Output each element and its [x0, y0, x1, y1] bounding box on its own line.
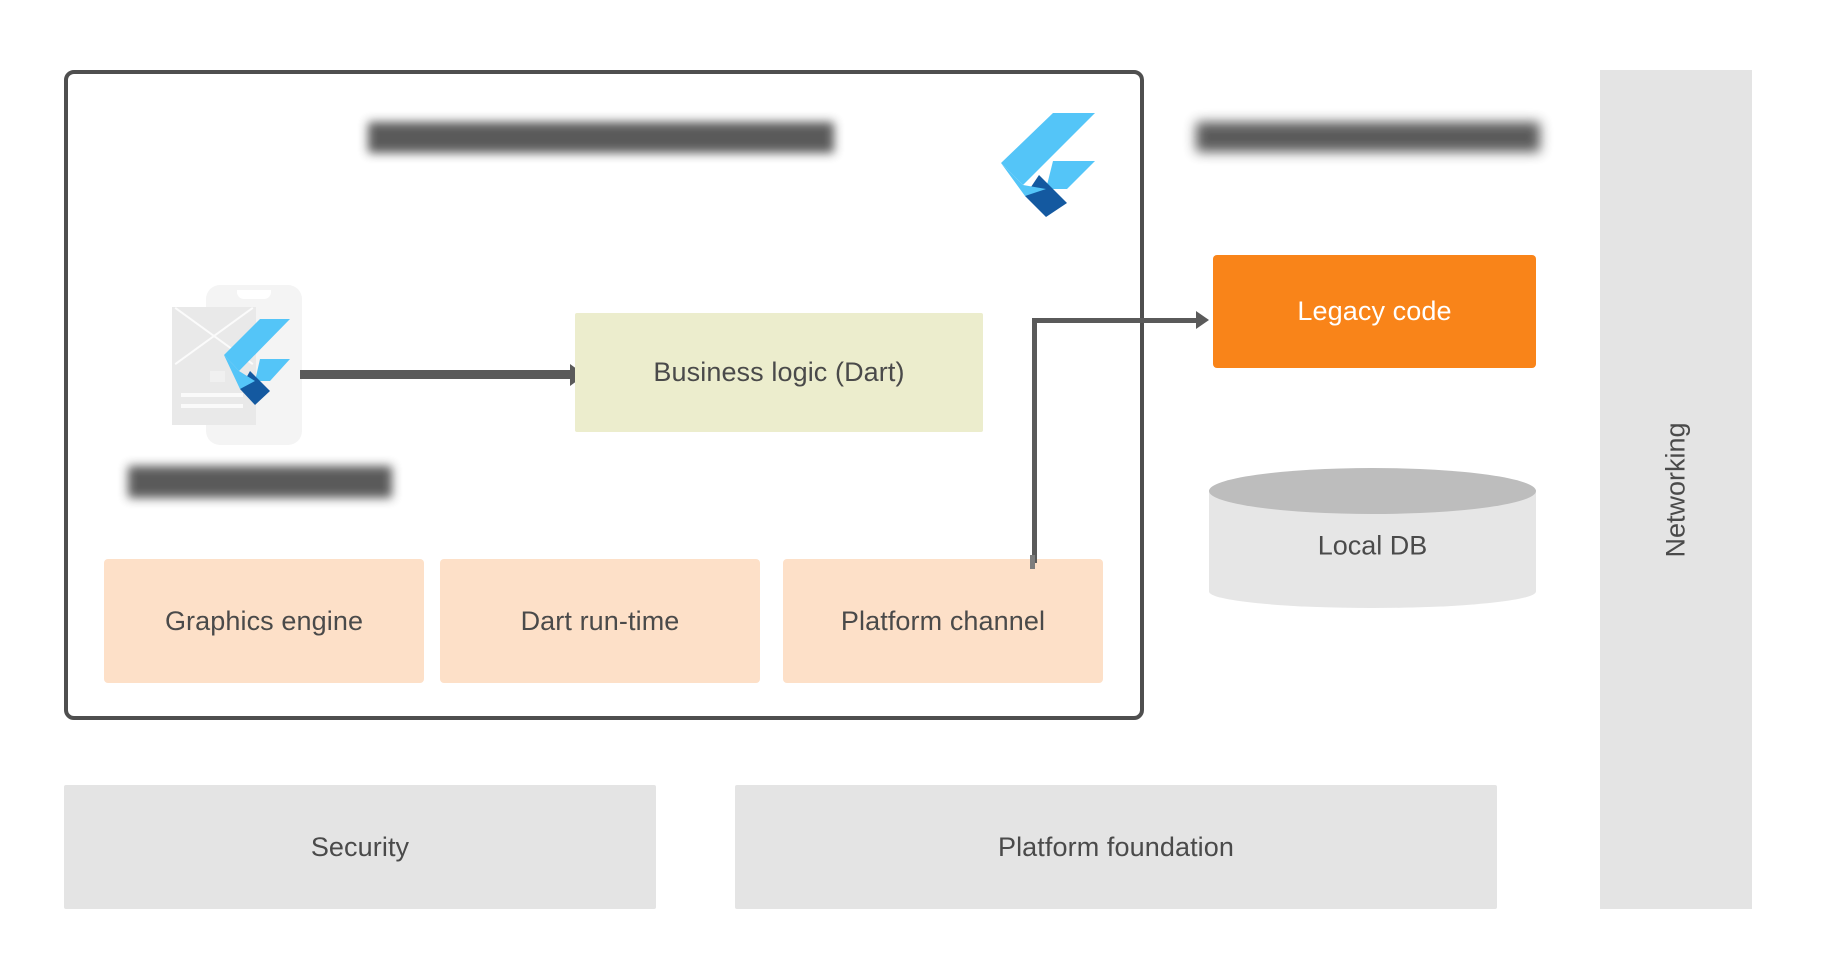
- wireframe-text-line: [181, 404, 243, 408]
- local-db-label: Local DB: [1317, 530, 1428, 561]
- flutter-logo-icon: [220, 319, 290, 415]
- business-logic-box[interactable]: Business logic (Dart): [575, 313, 983, 432]
- phone-mockup-icon: [172, 285, 302, 450]
- redacted-heading-right: [1196, 122, 1540, 152]
- flutter-logo-icon: [995, 113, 1095, 217]
- legacy-code-box[interactable]: Legacy code: [1213, 255, 1536, 368]
- wireframe-square: [210, 371, 225, 382]
- platform-foundation-box[interactable]: Platform foundation: [735, 785, 1497, 909]
- platform-foundation-label: Platform foundation: [997, 831, 1235, 862]
- graphics-engine-box[interactable]: Graphics engine: [104, 559, 424, 683]
- wireframe-text-line: [181, 393, 243, 397]
- dart-runtime-box[interactable]: Dart run-time: [440, 559, 760, 683]
- dart-runtime-label: Dart run-time: [520, 605, 680, 636]
- redacted-heading-left: [368, 122, 834, 153]
- connector-arrowhead-legacy-code: [1196, 311, 1209, 329]
- security-box[interactable]: Security: [64, 785, 656, 909]
- connector-platform-channel-horizontal: [1032, 318, 1201, 323]
- business-logic-label: Business logic (Dart): [653, 357, 905, 387]
- local-db-cylinder[interactable]: Local DB: [1209, 468, 1536, 608]
- legacy-code-label: Legacy code: [1297, 296, 1452, 326]
- flutter-logo-svg: [1001, 113, 1095, 217]
- connector-endpoint-tick: [1030, 555, 1035, 569]
- connector-platform-channel-vertical: [1032, 318, 1037, 563]
- security-label: Security: [310, 831, 410, 862]
- networking-label: Networking: [1660, 421, 1691, 558]
- networking-box[interactable]: Networking: [1600, 70, 1752, 909]
- app-container-boundary: [64, 70, 1144, 720]
- graphics-engine-label: Graphics engine: [164, 605, 364, 636]
- platform-channel-label: Platform channel: [840, 605, 1046, 636]
- redacted-subheading-flutter-rendering: [128, 466, 392, 498]
- flutter-logo-svg: [224, 319, 290, 405]
- connector-phone-to-business-logic: [300, 370, 572, 379]
- database-cylinder-top: [1209, 468, 1536, 514]
- platform-channel-box[interactable]: Platform channel: [783, 559, 1103, 683]
- phone-notch: [237, 290, 271, 299]
